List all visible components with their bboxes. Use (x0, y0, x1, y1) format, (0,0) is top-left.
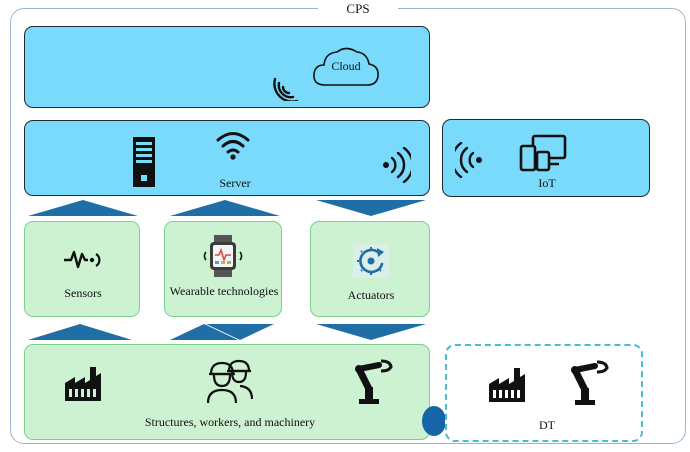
robot-arm-icon (355, 359, 393, 404)
structures-box: Structures, workers, and machinery (24, 344, 430, 440)
arrow-down-bottom-actuators (316, 324, 426, 340)
wearable-label: Wearable technologies (169, 284, 279, 298)
iot-label: IoT (538, 176, 556, 190)
signal-broadcast-icon (383, 147, 411, 183)
arrow-up-sensors (28, 200, 138, 216)
sensor-wave-icon (64, 250, 101, 269)
actuator-gear-icon (353, 244, 389, 278)
iot-box: IoT (442, 119, 650, 197)
cloud-icon (313, 47, 379, 86)
arrow-down-actuators (316, 200, 426, 216)
wearable-box: Wearable technologies (164, 221, 282, 317)
devices-icon (519, 134, 567, 172)
sensors-box: Sensors (24, 221, 140, 317)
cps-label: CPS (318, 0, 398, 18)
workers-icon (207, 359, 253, 404)
actuators-label: Actuators (347, 288, 395, 302)
server-tower-icon (133, 137, 155, 187)
wifi-icon (216, 132, 250, 160)
arrow-bidirectional-wearable (170, 324, 274, 340)
dt-robot-arm-icon (571, 360, 609, 405)
cloud-box: Cloud (24, 26, 430, 108)
dt-box: DT (445, 344, 643, 442)
structures-label: Structures, workers, and machinery (144, 415, 316, 429)
server-box: Server (24, 120, 430, 196)
cloud-label: Cloud (331, 59, 361, 73)
arrow-up-bottom-sensors (28, 324, 132, 340)
dt-label: DT (539, 418, 555, 432)
arrow-up-wearable (170, 200, 280, 216)
wifi-signal-left-icon (455, 142, 482, 178)
wifi-signal-icon (273, 77, 299, 101)
smartwatch-icon (203, 235, 243, 277)
dt-factory-icon (489, 368, 525, 402)
server-label: Server (219, 176, 251, 190)
actuators-box: Actuators (310, 221, 430, 317)
connector-dot (422, 406, 446, 436)
factory-icon (65, 367, 101, 401)
sensors-label: Sensors (64, 286, 102, 300)
